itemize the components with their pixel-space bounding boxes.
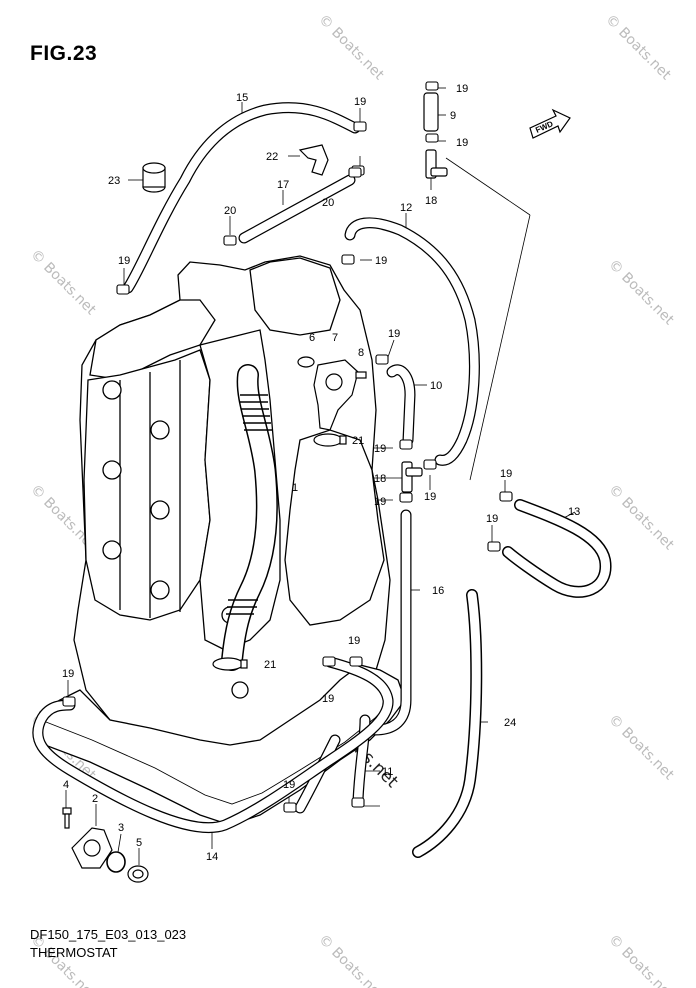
callout-19: 19 [283, 779, 295, 791]
callout-19: 19 [374, 443, 386, 455]
part-10-hose [386, 364, 416, 446]
part-15-hose [122, 102, 361, 294]
part-9-short-hose [423, 92, 439, 132]
callout-3: 3 [118, 822, 124, 834]
part-13-hose [502, 499, 612, 598]
callout-19: 19 [456, 137, 468, 149]
watermark: © Boats.net [605, 482, 677, 554]
callout-6: 6 [309, 332, 315, 344]
part-21-hose-clamp [212, 433, 347, 671]
watermark: © Boats.net [602, 12, 674, 84]
part-24-hose [412, 589, 483, 858]
part-20-hose-clip [223, 167, 362, 246]
callout-20: 20 [224, 205, 236, 217]
callout-19: 19 [486, 513, 498, 525]
callout-13: 13 [568, 506, 580, 518]
part-12-hose [344, 217, 480, 466]
callout-12: 12 [400, 202, 412, 214]
callout-19: 19 [354, 96, 366, 108]
figure-code: DF150_175_E03_013_023 [30, 927, 187, 942]
part-17-tube [238, 174, 356, 244]
part-16-hose [369, 509, 412, 736]
watermark: © Boats.net [605, 712, 677, 784]
part-3-o-ring [106, 851, 126, 873]
callout-24: 24 [504, 717, 516, 729]
callout-19: 19 [322, 693, 334, 705]
part-1-water-hose [221, 364, 278, 671]
figure-name: THERMOSTAT [30, 945, 118, 960]
callout-17: 17 [277, 179, 289, 191]
callout-10: 10 [430, 380, 442, 392]
part-5-seal [127, 865, 149, 883]
callout-19: 19 [375, 255, 387, 267]
callout-9: 9 [450, 110, 456, 122]
callout-23: 23 [108, 175, 120, 187]
part-23-grommet [142, 162, 166, 193]
callout-19: 19 [118, 255, 130, 267]
callout-22: 22 [266, 151, 278, 163]
leader-lines [65, 87, 576, 865]
callout-19: 19 [62, 668, 74, 680]
fwd-arrow-icon: FWD [529, 108, 571, 139]
callout-8: 8 [358, 347, 364, 359]
callout-1: 1 [292, 482, 298, 494]
callout-11: 11 [382, 766, 393, 778]
callout-19: 19 [500, 468, 512, 480]
callout-20: 20 [322, 197, 334, 209]
callout-19: 19 [388, 328, 400, 340]
callout-19: 19 [456, 83, 468, 95]
callout-15: 15 [236, 92, 248, 104]
callout-19: 19 [374, 496, 386, 508]
callout-5: 5 [136, 837, 142, 849]
callout-21: 21 [264, 659, 276, 671]
part-18-tee-joint [401, 149, 448, 493]
callout-19: 19 [348, 635, 360, 647]
callout-7: 7 [332, 332, 338, 344]
watermark: © Boats.net [605, 932, 677, 988]
figure-title: FIG.23 [30, 42, 98, 65]
part-22-clip [298, 144, 329, 176]
watermark: © Boats.net [605, 257, 677, 329]
callout-18-top: 18 [425, 195, 437, 207]
callout-21: 21 [352, 435, 364, 447]
callout-18-mid: 18 [374, 473, 386, 485]
callout-2: 2 [92, 793, 98, 805]
part-19-hose-clip [62, 81, 513, 813]
watermark: © Boats.net [27, 247, 99, 319]
callout-labels: 1 2 3 4 5 6 7 8 9 10 11 12 13 14 15 16 1… [62, 83, 580, 863]
callout-16: 16 [432, 585, 444, 597]
part-4-bolt [62, 807, 72, 829]
callout-19: 19 [424, 491, 436, 503]
part-14-hose [32, 656, 394, 834]
watermark: © Boats.net [315, 12, 387, 84]
thermostat-housing [297, 356, 367, 431]
callout-4: 4 [63, 779, 69, 791]
engine-block [34, 255, 406, 826]
watermark: © Boats.net [315, 932, 387, 988]
callout-14: 14 [206, 851, 218, 863]
part-2-cover [71, 827, 113, 869]
